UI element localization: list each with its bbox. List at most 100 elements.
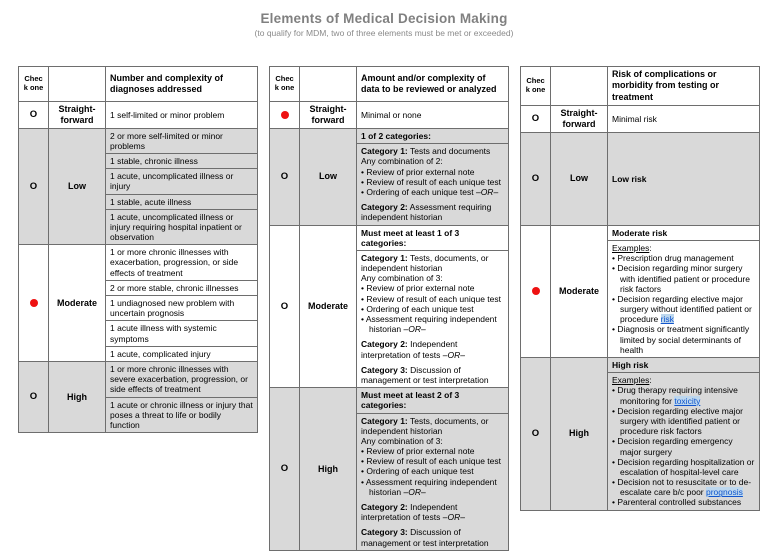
check-open-cell[interactable]: O: [18, 360, 49, 434]
inline-link[interactable]: toxicity: [674, 395, 701, 406]
bullet-line: • Ordering of each unique test: [361, 303, 474, 314]
table-row: Examples:• Prescription drug management •…: [521, 239, 760, 359]
check-open-cell[interactable]: O: [18, 127, 49, 246]
bullet-line: • Decision regarding emergency major sur…: [612, 436, 733, 457]
criteria-item: 1 acute illness with systemic symptoms: [105, 320, 258, 347]
criteria-item: Minimal or none: [356, 101, 509, 129]
criteria-item: Examples:• Prescription drug management •…: [607, 239, 760, 359]
criteria-item: 1 acute, complicated injury: [105, 345, 258, 362]
text-line: 1 acute illness with systemic symptoms: [110, 323, 217, 344]
text-line: Category 2: Assessment requiring indepen…: [361, 202, 492, 223]
text-line: Moderate risk: [612, 228, 755, 238]
styled-text: 1 of 2 categories:: [361, 131, 431, 141]
table-row: 1 acute illness with systemic symptoms: [19, 320, 258, 347]
inline-link[interactable]: prognosis: [706, 487, 743, 498]
criteria-item: High risk: [607, 356, 760, 374]
bullet-line: • Decision regarding hospitalization or …: [612, 456, 755, 477]
text-line: Must meet at least 2 of 3 categories:: [361, 390, 504, 410]
check-open-cell[interactable]: O: [18, 101, 49, 129]
styled-text: Category 3:: [361, 364, 408, 375]
styled-text: Category 1:: [361, 415, 408, 426]
text-line: 1 or more chronic illnesses with exacerb…: [110, 247, 239, 278]
red-dot-icon: [531, 287, 540, 296]
text-line: Examples:: [612, 242, 652, 253]
criteria-item: Category 1: Tests, documents, or indepen…: [356, 249, 509, 389]
styled-text: Must meet at least 1 of 3 categories:: [361, 227, 460, 248]
text-line: Any combination of 3:: [361, 273, 443, 284]
criteria-item: Must meet at least 2 of 3 categories:: [356, 387, 509, 414]
check-open-cell[interactable]: O: [269, 387, 300, 551]
level-label-moderate: Moderate: [299, 224, 357, 389]
table-row: 1 acute, uncomplicated illness or injury: [19, 168, 258, 195]
text-line: Any combination of 3:: [361, 435, 443, 446]
level-header-empty: [550, 66, 608, 106]
bullet-line: • Review of result of each unique test: [361, 456, 502, 467]
criteria-item: 1 stable, chronic illness: [105, 152, 258, 170]
text-line: 1 acute or chronic illness or injury tha…: [110, 399, 253, 430]
text-line: 2 or more self-limited or minor problems: [110, 130, 223, 151]
bullet-line: • Review of result of each unique test: [361, 176, 502, 187]
table-row: 1 stable, chronic illness: [19, 152, 258, 170]
check-open-cell[interactable]: O: [269, 128, 300, 226]
check-selected-cell[interactable]: [269, 101, 300, 129]
styled-text: High risk: [612, 360, 649, 370]
check-open-cell[interactable]: O: [520, 131, 551, 226]
bullet-line: • Parenteral controlled substances: [612, 497, 742, 508]
styled-text: Category 1:: [361, 252, 408, 263]
text-line: High risk: [612, 360, 755, 370]
page-subtitle: (to qualify for MDM, two of three elemen…: [254, 28, 514, 38]
criteria-item: Examples:• Drug therapy requiring intens…: [607, 372, 760, 511]
text-line: 1 self-limited or minor problem: [110, 109, 225, 120]
bullet-line: • Decision regarding elective major surg…: [612, 293, 752, 325]
level-header-empty: [48, 66, 106, 102]
level-label-low: Low: [550, 131, 608, 226]
level-label-straight-forward: Straight-forward: [550, 104, 608, 133]
bullet-line: • Prescription drug management: [612, 253, 734, 264]
styled-text: –OR–: [403, 324, 426, 335]
styled-text: Category 3:: [361, 527, 408, 538]
check-selected-cell[interactable]: [520, 224, 551, 359]
table-row: 1 acute or chronic illness or injury tha…: [19, 396, 258, 434]
styled-text: Moderate risk: [612, 227, 668, 238]
red-dot-icon: [280, 110, 289, 119]
check-one-header: Check one: [520, 66, 551, 106]
text-line: 1 undiagnosed new problem with uncertain…: [110, 298, 235, 319]
level-label-high: High: [550, 357, 608, 511]
text-line: Category 1: Tests, documents, or indepen…: [361, 252, 489, 274]
text-line: 2 or more stable, chronic illnesses: [110, 282, 239, 293]
check-open-cell[interactable]: O: [520, 357, 551, 511]
check-selected-cell[interactable]: [18, 244, 49, 362]
text-line: Any combination of 2:: [361, 156, 443, 167]
level-label-low: Low: [299, 128, 357, 226]
check-open-cell[interactable]: O: [520, 104, 551, 133]
level-label-straight-forward: Straight-forward: [299, 101, 357, 129]
criteria-item: Minimal risk: [607, 104, 760, 133]
inline-link[interactable]: risk: [660, 314, 674, 325]
text-line: Category 2: Independent interpretation o…: [361, 502, 465, 523]
bullet-line: • Review of prior external note: [361, 283, 475, 294]
check-open-cell[interactable]: O: [269, 224, 300, 389]
bullet-line: • Decision regarding elective major surg…: [612, 405, 744, 437]
text-line: 1 of 2 categories:: [361, 131, 504, 141]
text-line: Category 3: Discussion of management or …: [361, 527, 489, 548]
criteria-item: 2 or more stable, chronic illnesses: [105, 279, 258, 297]
criteria-item: 1 acute or chronic illness or injury tha…: [105, 396, 258, 434]
table-row: 1 stable, acute illness: [19, 193, 258, 210]
criteria-item: 1 undiagnosed new problem with uncertain…: [105, 295, 258, 322]
table-title-data: Amount and/or complexity of data to be r…: [356, 66, 509, 102]
styled-text: –OR–: [475, 186, 499, 197]
bullet-line: • Review of prior external note: [361, 166, 475, 177]
